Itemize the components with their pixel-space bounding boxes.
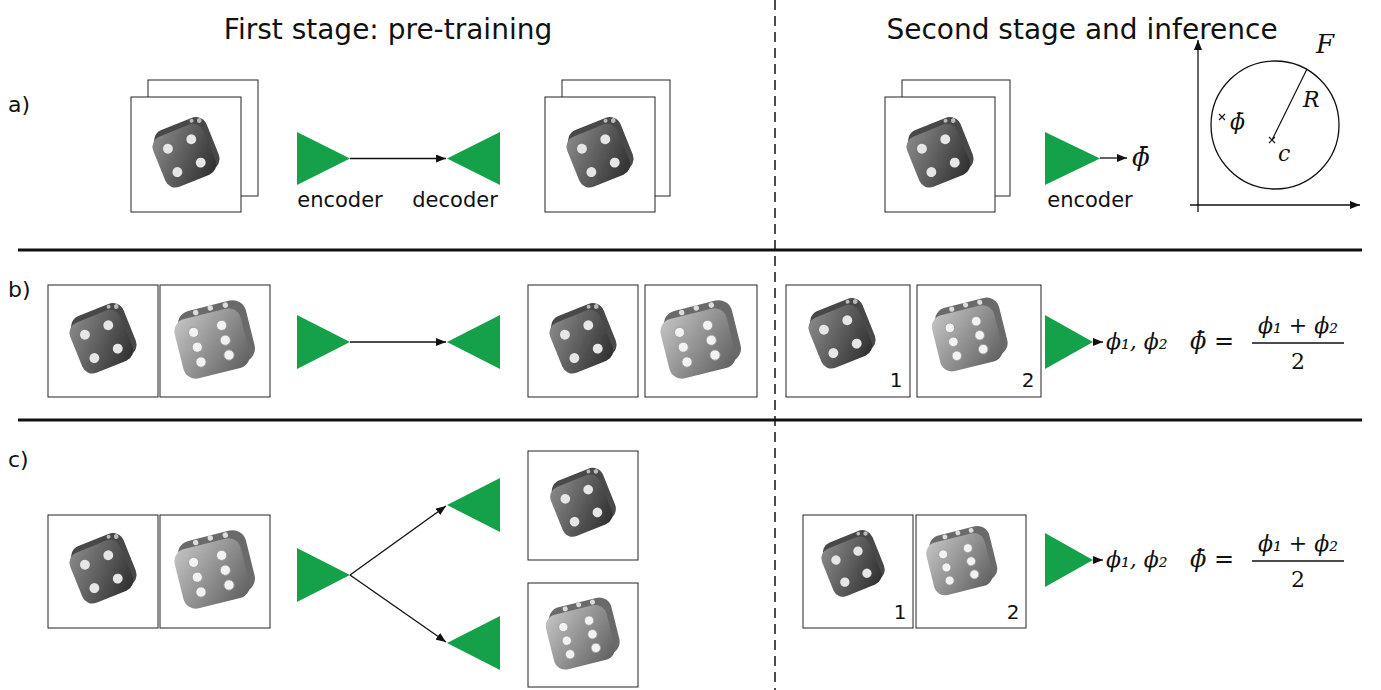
circle-outline — [1210, 60, 1340, 190]
image-number: 1 — [888, 369, 905, 392]
stage-title: Second stage and inference — [886, 14, 1277, 46]
image-frame — [160, 285, 270, 397]
fraction-bar — [1252, 342, 1344, 344]
reconstructed-die — [658, 297, 744, 381]
encoder-block: encoder — [297, 132, 350, 185]
image-frame — [131, 97, 241, 212]
reconstructed-die — [547, 464, 619, 540]
die-picture — [903, 113, 977, 190]
image-number: 1 — [892, 601, 909, 624]
output-arrow — [1093, 559, 1103, 560]
encoder-triangle — [297, 548, 350, 602]
formula-numerator: ϕ₁ + ϕ₂ — [1258, 531, 1338, 556]
image-frame — [885, 97, 995, 212]
radius-label: R — [1303, 87, 1320, 112]
latent-arrow — [350, 575, 446, 642]
die-picture — [924, 523, 1000, 597]
axis — [1197, 40, 1198, 212]
decoder-triangle — [447, 616, 500, 670]
point-label: ϕ̄ — [1230, 109, 1245, 134]
die-picture — [149, 113, 223, 190]
row-label: a) — [8, 92, 30, 117]
image-frame — [645, 285, 757, 397]
image-frame — [528, 583, 638, 687]
die-picture — [66, 529, 140, 606]
feature-symbol: ϕ₁, ϕ₂ — [1106, 329, 1168, 354]
image-number: 2 — [1005, 601, 1022, 624]
feature-symbol: ϕ̄ — [1132, 143, 1150, 173]
encoder-triangle — [297, 315, 350, 369]
formula-denominator: 2 — [1291, 349, 1305, 374]
encoder-triangle — [1045, 132, 1100, 185]
decoder-triangle — [447, 315, 500, 369]
die-picture — [929, 295, 1010, 374]
boundary-circle — [1211, 61, 1339, 189]
space-label: F — [1316, 30, 1334, 60]
die-picture — [172, 527, 258, 611]
row-label: b) — [8, 277, 31, 302]
formula-denominator: 2 — [1291, 567, 1305, 592]
image-frame — [160, 515, 270, 628]
feature-space: Fϕ̄Rc — [1210, 60, 1340, 190]
stage-title: First stage: pre-training — [224, 14, 552, 46]
triangle-outline — [297, 132, 350, 185]
image-frame — [48, 515, 158, 628]
image-frame — [48, 285, 158, 397]
point-marker — [1219, 114, 1225, 120]
stage-divider — [774, 0, 776, 690]
flow-arrow — [350, 158, 446, 159]
decoder-triangle — [447, 478, 500, 532]
image-frame — [917, 285, 1041, 397]
decoder-triangle — [447, 132, 500, 185]
row-label: c) — [8, 447, 29, 472]
image-frame — [528, 285, 638, 397]
encoder-triangle — [1045, 533, 1093, 587]
image-number: 2 — [1020, 369, 1037, 392]
reconstructed-die — [543, 595, 622, 672]
image-frame — [916, 515, 1026, 628]
row-separator — [18, 249, 1362, 252]
encoder-block: encoder — [1045, 132, 1100, 185]
die-picture — [172, 297, 258, 381]
triangle-outline — [1045, 132, 1100, 185]
component-label: encoder — [1047, 188, 1133, 212]
image-frame — [786, 285, 910, 397]
encoder-triangle — [1045, 315, 1093, 369]
row-separator — [18, 419, 1362, 422]
reconstructed-die — [546, 299, 620, 376]
latent-arrow — [350, 341, 446, 342]
fraction-bar — [1252, 560, 1344, 562]
encoder-triangle — [297, 132, 350, 185]
decoder-block: decoder — [447, 132, 500, 185]
output-arrow — [1093, 341, 1103, 342]
axis — [1190, 204, 1360, 205]
reconstructed-die — [563, 113, 637, 190]
image-frame — [545, 97, 655, 212]
triangle-outline — [447, 132, 500, 185]
image-frame — [528, 451, 638, 560]
latent-arrow — [350, 506, 446, 575]
formula-term: ϕ̄ = — [1190, 328, 1234, 356]
output-arrow — [1100, 157, 1127, 158]
formula-numerator: ϕ₁ + ϕ₂ — [1258, 313, 1338, 338]
component-label: decoder — [412, 188, 498, 212]
die-picture — [818, 527, 888, 600]
point-marker — [1269, 137, 1275, 143]
formula-term: ϕ̄ = — [1190, 546, 1234, 574]
image-frame — [803, 515, 913, 628]
radius-line — [1272, 69, 1307, 140]
point-label: c — [1278, 141, 1290, 166]
die-picture — [66, 299, 140, 376]
feature-symbol: ϕ₁, ϕ₂ — [1106, 547, 1168, 572]
component-label: encoder — [297, 188, 383, 212]
die-picture — [805, 294, 879, 371]
